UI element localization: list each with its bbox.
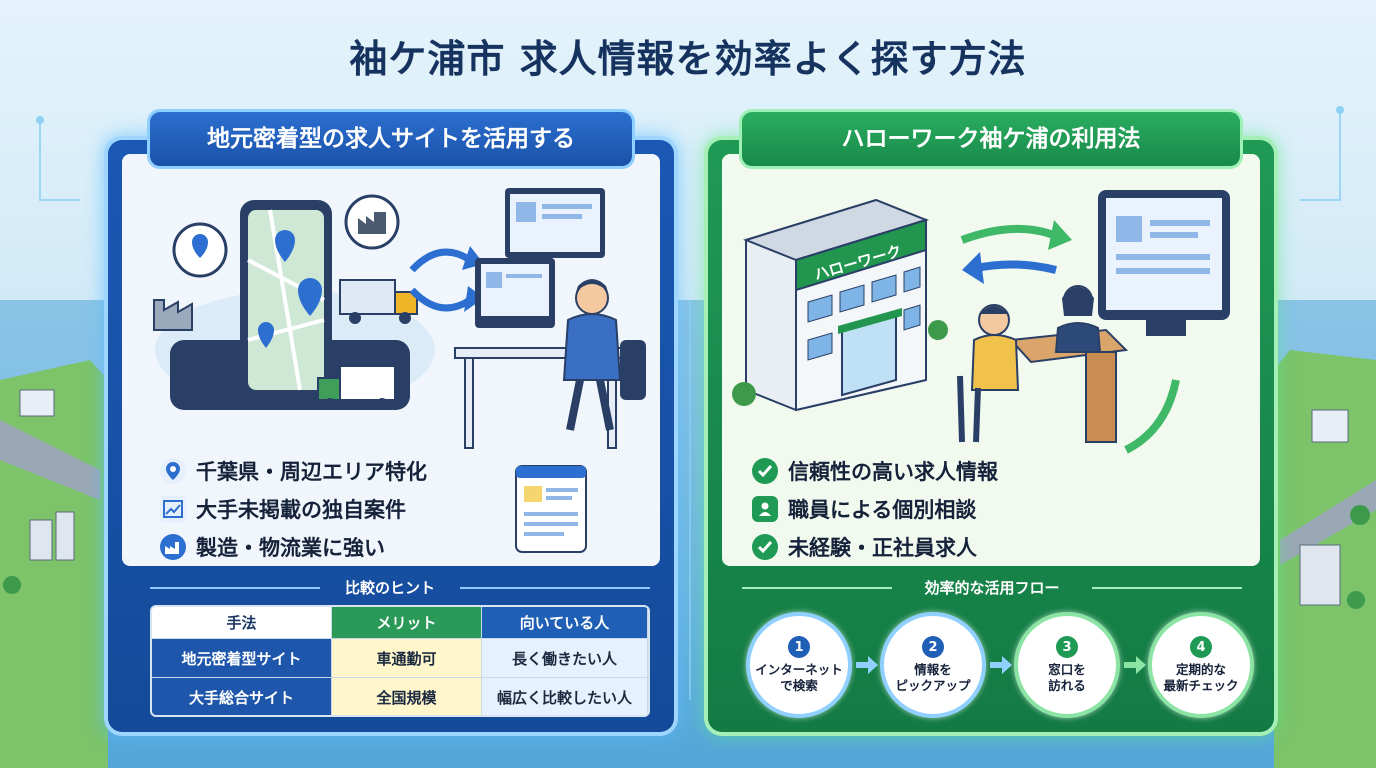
person-icon (752, 496, 778, 522)
feature-item: 信頼性の高い求人情報 (752, 452, 998, 490)
step-text: 窓口を 訪れる (1048, 662, 1086, 693)
table-cell: 長く働きたい人 (482, 639, 648, 678)
divider (1092, 587, 1242, 589)
feature-text: 職員による個別相談 (788, 498, 977, 522)
step-text: インターネット で検索 (755, 662, 843, 693)
comparison-hint-label: 比較のヒント (344, 579, 435, 597)
feature-text: 未経験・正社員求人 (788, 536, 977, 560)
step-number: 1 (788, 636, 810, 658)
comparison-table: 手法 メリット 向いている人 地元密着型サイト 車通勤可 長く働きたい人 大手総… (150, 605, 650, 717)
trend-chart-icon (160, 496, 186, 522)
arrow-right-icon (1124, 656, 1146, 674)
feature-item: 大手未掲載の独自案件 (160, 490, 427, 528)
flow-step-search: 1 インターネット で検索 (746, 612, 852, 718)
flow-step-pickup: 2 情報を ピックアップ (880, 612, 986, 718)
feature-item: 製造・物流業に強い (160, 528, 427, 566)
feature-item: 職員による個別相談 (752, 490, 998, 528)
feature-text: 千葉県・周辺エリア特化 (196, 460, 427, 484)
check-icon (752, 534, 778, 560)
feature-item: 千葉県・周辺エリア特化 (160, 452, 427, 490)
step-number: 2 (922, 636, 944, 658)
arrow-right-icon (856, 656, 878, 674)
table-cell: 幅広く比較したい人 (482, 678, 648, 715)
divider (742, 587, 892, 589)
step-text: 定期的な 最新チェック (1163, 662, 1239, 693)
table-cell: 大手総合サイト (152, 678, 332, 715)
flow-step-visit: 3 窓口を 訪れる (1014, 612, 1120, 718)
hello-work-feature-list: 信頼性の高い求人情報 職員による個別相談 未経験・正社員求人 (752, 452, 998, 566)
local-job-site-heading: 地元密着型の求人サイトを活用する (150, 112, 632, 166)
hello-work-heading: ハローワーク袖ケ浦の利用法 (742, 112, 1240, 166)
factory-icon (160, 534, 186, 560)
arrow-right-icon (990, 656, 1012, 674)
flow-step-check: 4 定期的な 最新チェック (1148, 612, 1254, 718)
page-title: 袖ケ浦市 求人情報を効率よく探す方法 (349, 37, 1027, 81)
table-cell: 地元密着型サイト (152, 639, 332, 678)
divider (460, 587, 650, 589)
step-text: 情報を ピックアップ (895, 662, 971, 693)
feature-item: 未経験・正社員求人 (752, 528, 998, 566)
feature-text: 大手未掲載の独自案件 (196, 498, 406, 522)
check-icon (752, 458, 778, 484)
table-header: 手法 (152, 607, 332, 639)
flow-label: 効率的な活用フロー (924, 579, 1060, 597)
step-number: 4 (1190, 636, 1212, 658)
document-icon (515, 465, 587, 553)
smartphone-map-illustration (153, 188, 646, 449)
local-site-feature-list: 千葉県・周辺エリア特化 大手未掲載の独自案件 製造・物流業に強い (160, 452, 427, 566)
step-number: 3 (1056, 636, 1078, 658)
divider (150, 587, 320, 589)
table-cell: 車通勤可 (332, 639, 482, 678)
hello-work-office-illustration: ハローワーク (732, 190, 1230, 454)
map-pin-icon (160, 458, 186, 484)
feature-text: 信頼性の高い求人情報 (788, 460, 998, 484)
table-header: 向いている人 (482, 607, 648, 639)
table-header: メリット (332, 607, 482, 639)
table-cell: 全国規模 (332, 678, 482, 715)
feature-text: 製造・物流業に強い (196, 536, 385, 560)
